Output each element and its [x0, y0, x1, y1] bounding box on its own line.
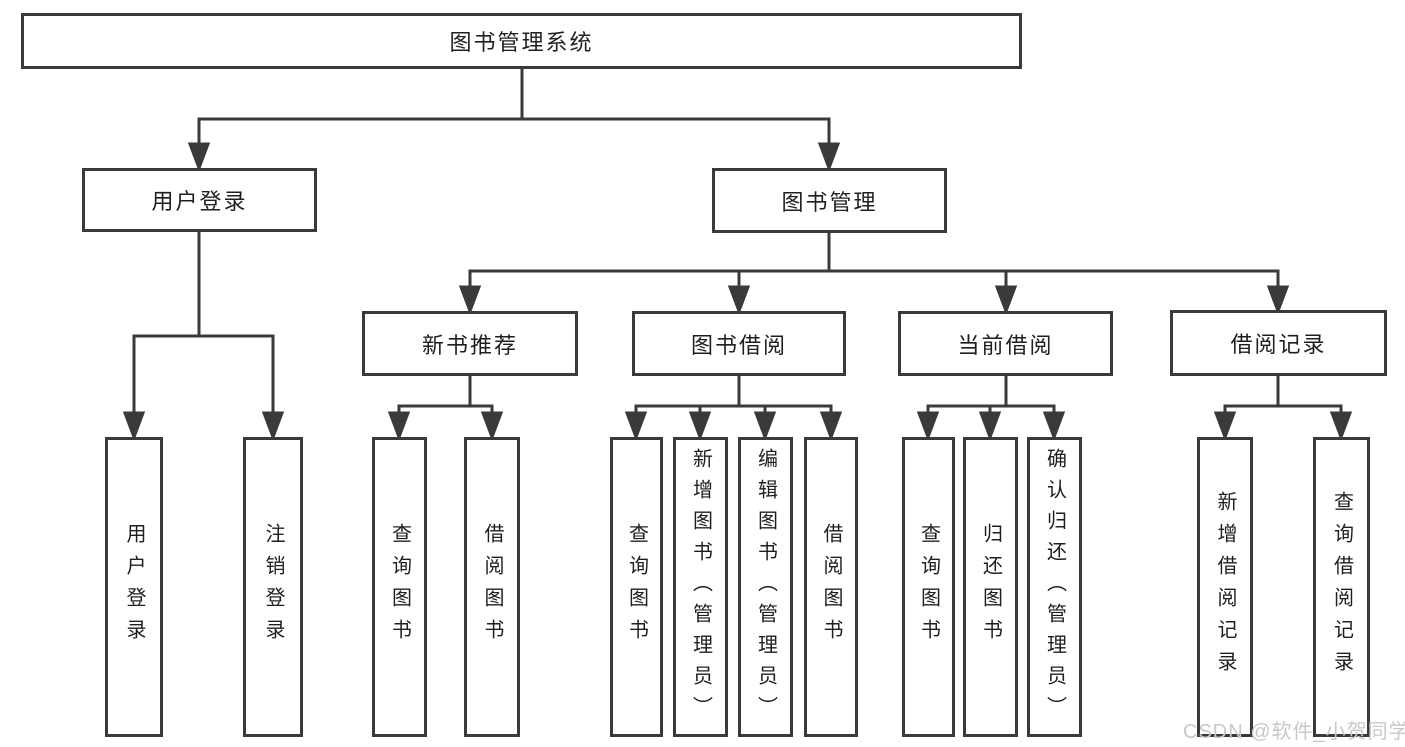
node-borrow-record: 借阅记录: [1170, 310, 1387, 376]
leaf-user-login-label: 用户登录: [123, 523, 145, 651]
node-new-book-recommend-label: 新书推荐: [421, 332, 518, 358]
node-book-borrow-label: 图书借阅: [690, 332, 787, 358]
leaf-bb-edit-book-admin-label: 编辑图书（管理员）: [754, 447, 777, 727]
node-user-login-label: 用户登录: [151, 189, 248, 214]
leaf-cb-query-book-label: 查询图书: [917, 523, 940, 651]
node-root: 图书管理系统: [21, 13, 1022, 69]
leaf-rec-borrow-book-label: 借阅图书: [481, 523, 503, 651]
leaf-bb-borrow-book: 借阅图书: [804, 437, 858, 737]
leaf-cb-return-book-label: 归还图书: [979, 523, 1002, 651]
node-root-label: 图书管理系统: [449, 30, 594, 55]
leaf-user-login: 用户登录: [105, 437, 163, 737]
leaf-bb-add-book-admin: 新增图书（管理员）: [673, 437, 728, 737]
leaf-rec-query-book: 查询图书: [372, 437, 427, 737]
leaf-br-add-record-label: 新增借阅记录: [1214, 491, 1236, 683]
connector-bookmgmt-to-level3: [458, 233, 1290, 316]
node-current-borrow-label: 当前借阅: [957, 332, 1054, 358]
leaf-rec-borrow-book: 借阅图书: [464, 437, 520, 737]
node-new-book-recommend: 新书推荐: [362, 311, 578, 376]
leaf-bb-query-book: 查询图书: [610, 437, 663, 737]
connector-bookborrow-to-children: [624, 375, 843, 442]
leaf-cb-query-book: 查询图书: [902, 437, 955, 737]
leaf-cb-confirm-return-admin: 确认归还（管理员）: [1027, 437, 1082, 737]
leaf-br-query-record-label: 查询借阅记录: [1330, 491, 1353, 683]
node-book-management-label: 图书管理: [781, 189, 878, 215]
leaf-bb-edit-book-admin: 编辑图书（管理员）: [738, 437, 793, 737]
connector-curborrow-to-children: [916, 375, 1066, 442]
node-book-management: 图书管理: [712, 168, 947, 233]
leaf-cb-return-book: 归还图书: [963, 437, 1018, 737]
watermark: CSDN @软件_小贺同学: [1183, 721, 1405, 743]
connector-userlogin-to-children: [122, 232, 285, 442]
leaf-bb-query-book-label: 查询图书: [625, 523, 648, 651]
leaf-br-add-record: 新增借阅记录: [1197, 437, 1253, 737]
leaf-logout-label: 注销登录: [262, 523, 284, 651]
node-book-borrow: 图书借阅: [632, 311, 846, 376]
node-borrow-record-label: 借阅记录: [1230, 332, 1327, 357]
leaf-bb-borrow-book-label: 借阅图书: [820, 523, 842, 651]
leaf-br-query-record: 查询借阅记录: [1313, 437, 1370, 737]
leaf-bb-add-book-admin-label: 新增图书（管理员）: [689, 447, 712, 727]
node-user-login: 用户登录: [82, 168, 317, 232]
node-current-borrow: 当前借阅: [898, 311, 1113, 376]
leaf-cb-confirm-return-admin-label: 确认归还（管理员）: [1043, 447, 1066, 727]
connector-borrowrec-to-children: [1213, 376, 1353, 442]
connector-newrec-to-children: [387, 376, 504, 442]
leaf-logout: 注销登录: [243, 437, 303, 737]
connector-root-to-level2: [187, 69, 841, 173]
leaf-rec-query-book-label: 查询图书: [388, 523, 411, 651]
